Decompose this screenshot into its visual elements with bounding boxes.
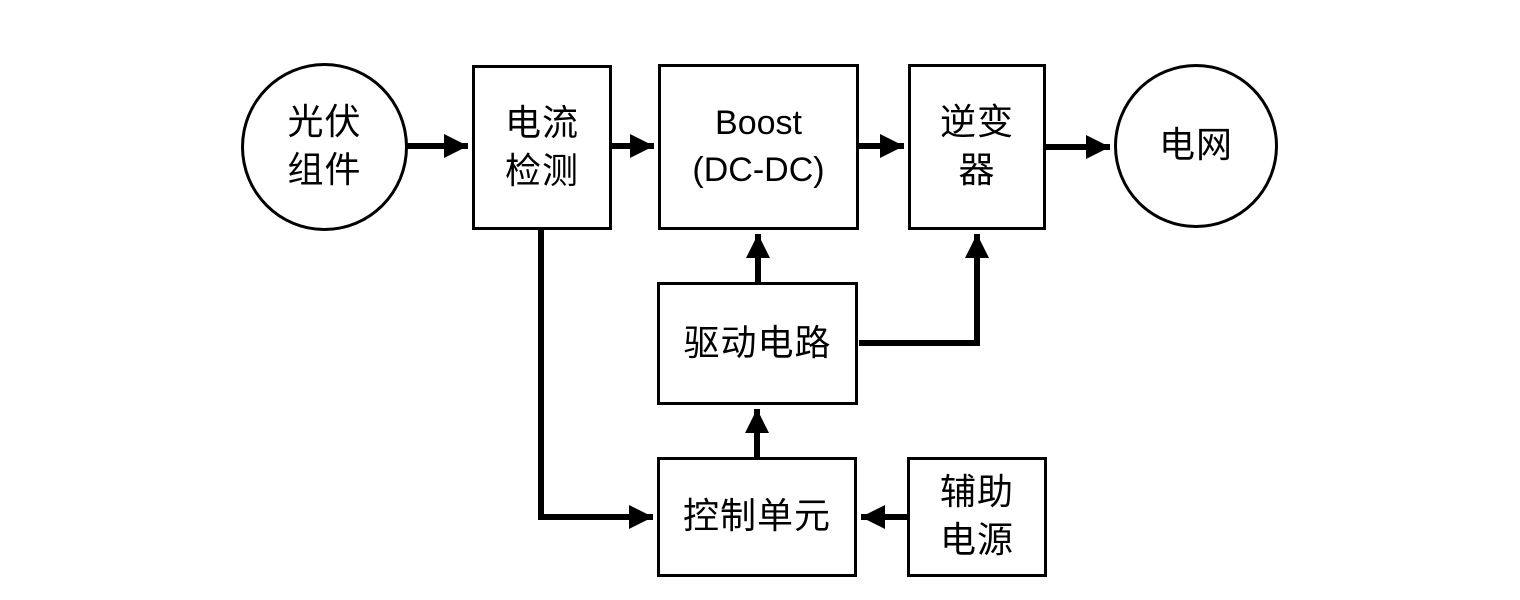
- node-control-unit: 控制单元: [657, 457, 857, 577]
- node-boost-dcdc: Boost (DC-DC): [658, 64, 859, 230]
- edge-drive-circuit-to-inverter: [859, 234, 989, 346]
- node-auxiliary-power-label: 辅助 电源: [939, 472, 1014, 560]
- node-control-unit-label: 控制单元: [682, 496, 831, 537]
- node-drive-circuit-label: 驱动电路: [683, 322, 832, 363]
- node-grid: 电网: [1114, 64, 1278, 228]
- node-auxiliary-power: 辅助 电源: [907, 457, 1047, 577]
- node-drive-circuit: 驱动电路: [657, 282, 858, 405]
- node-grid-label: 电网: [1158, 125, 1233, 166]
- node-inverter-label: 逆变 器: [939, 102, 1014, 190]
- node-current-detection-label: 电流 检测: [504, 102, 579, 191]
- node-current-detection: 电流 检测: [472, 65, 612, 230]
- node-inverter: 逆变 器: [908, 64, 1046, 230]
- edge-current-detection-to-control-unit: [538, 230, 653, 529]
- node-pv-module: 光伏 组件: [241, 63, 408, 231]
- node-pv-module-label: 光伏 组件: [287, 102, 362, 190]
- node-boost-dcdc-label: Boost (DC-DC): [692, 104, 825, 189]
